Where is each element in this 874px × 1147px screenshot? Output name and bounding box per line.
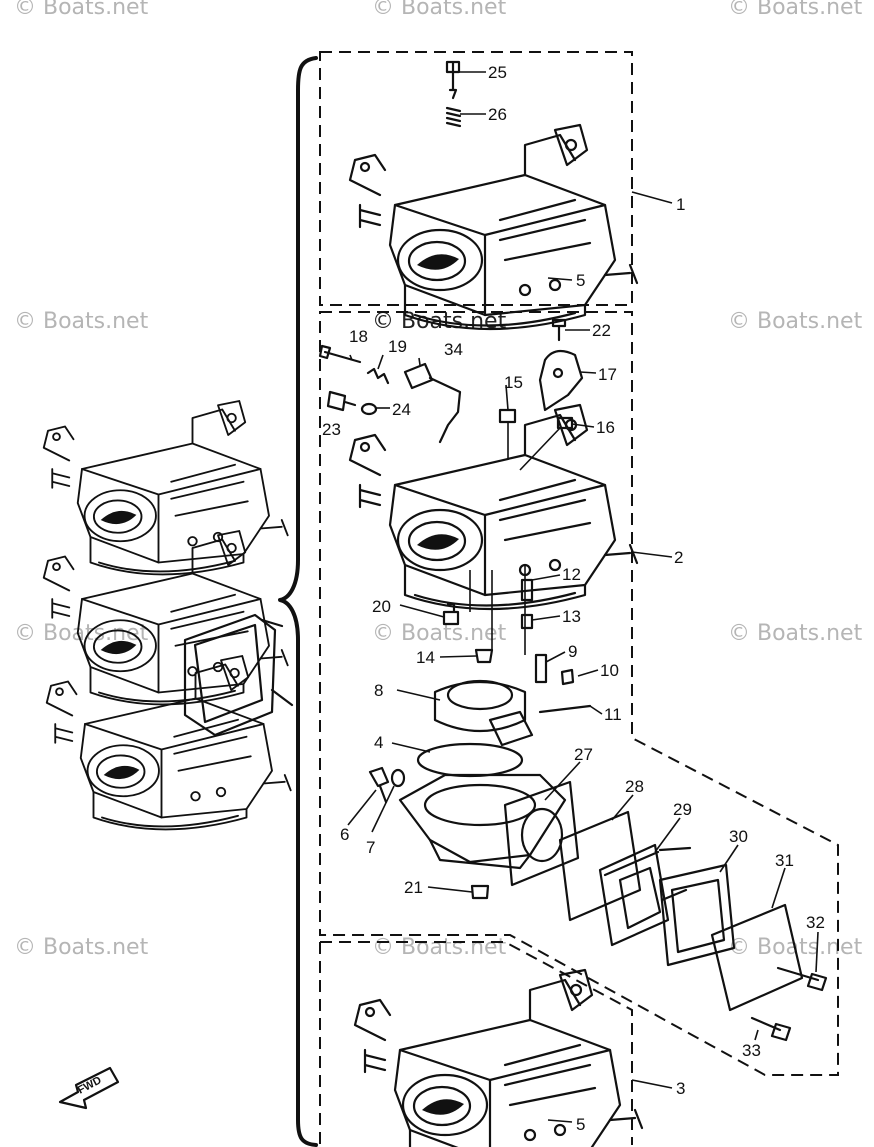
jet-15 bbox=[498, 408, 517, 424]
watermark-text: © Boats.net bbox=[14, 0, 149, 20]
callout-31: 31 bbox=[775, 851, 794, 870]
callout-13: 13 bbox=[562, 607, 581, 626]
drain-screw-20 bbox=[442, 602, 460, 626]
watermark-text: © Boats.net bbox=[728, 0, 863, 20]
callout-15: 15 bbox=[504, 373, 523, 392]
spacer-27 bbox=[503, 780, 580, 887]
gasket-28 bbox=[558, 810, 642, 922]
watermark-text: © Boats.net bbox=[728, 621, 863, 646]
group-box-middle bbox=[319, 311, 839, 1076]
callout-17: 17 bbox=[598, 365, 617, 384]
callout-29: 29 bbox=[673, 800, 692, 819]
group-brace bbox=[278, 56, 318, 1147]
group-box-top bbox=[319, 51, 633, 306]
callout-26: 26 bbox=[488, 105, 507, 124]
carburetor-stack bbox=[42, 400, 294, 831]
screw-32 bbox=[776, 966, 828, 992]
callout-5-bottom: 5 bbox=[576, 1115, 585, 1134]
callout-8: 8 bbox=[374, 681, 383, 700]
o-ring-4 bbox=[416, 742, 524, 778]
washer-7 bbox=[390, 768, 406, 788]
watermark-text: © Boats.net bbox=[14, 935, 149, 960]
callout-11: 11 bbox=[604, 705, 622, 724]
callout-32: 32 bbox=[806, 913, 825, 932]
callout-27: 27 bbox=[574, 745, 593, 764]
screw-33 bbox=[750, 1016, 792, 1042]
plug-14 bbox=[474, 648, 494, 664]
screw-23 bbox=[326, 390, 357, 412]
callout-20: 20 bbox=[372, 597, 391, 616]
watermark-text: © Boats.net bbox=[728, 309, 863, 334]
watermark-text: © Boats.net bbox=[372, 935, 507, 960]
callout-25: 25 bbox=[488, 63, 507, 82]
pilot-screw bbox=[445, 60, 461, 100]
float-needle-11 bbox=[538, 704, 592, 714]
callout-10: 10 bbox=[600, 661, 619, 680]
throttle-screw bbox=[318, 344, 362, 364]
plug-16 bbox=[556, 416, 574, 430]
diaphragm-30 bbox=[658, 863, 736, 967]
main-jet-12 bbox=[520, 578, 534, 602]
callout-33: 33 bbox=[742, 1041, 761, 1060]
callout-3: 3 bbox=[676, 1079, 685, 1098]
callout-7: 7 bbox=[366, 838, 375, 857]
callout-2: 2 bbox=[674, 548, 683, 567]
callout-14: 14 bbox=[416, 648, 435, 667]
forward-label: FWD bbox=[76, 1074, 104, 1096]
callout-34: 34 bbox=[444, 340, 463, 359]
carburetor-assembly-3 bbox=[353, 968, 644, 1147]
callout-9: 9 bbox=[568, 642, 577, 661]
watermark-text: © Boats.net bbox=[372, 621, 507, 646]
cover-plate-17 bbox=[538, 349, 584, 412]
callout-23: 23 bbox=[322, 420, 341, 439]
callout-21: 21 bbox=[404, 878, 423, 897]
callout-22: 22 bbox=[592, 321, 611, 340]
callout-4: 4 bbox=[374, 733, 383, 752]
plug-21 bbox=[470, 884, 490, 900]
fuel-pump-stack bbox=[183, 613, 277, 737]
callout-6: 6 bbox=[340, 825, 349, 844]
carburetor-assembly-1 bbox=[348, 123, 639, 331]
carburetor-assembly-2 bbox=[348, 403, 639, 611]
callout-1: 1 bbox=[676, 195, 685, 214]
pilot-jet-9 bbox=[534, 653, 548, 684]
watermark-text: © Boats.net bbox=[372, 0, 507, 20]
screw-6 bbox=[368, 766, 390, 804]
callout-labels: 25 26 1 5 22 17 16 15 18 19 34 23 24 2 1… bbox=[322, 63, 825, 1134]
callout-12: 12 bbox=[562, 565, 581, 584]
callout-24: 24 bbox=[392, 400, 411, 419]
group-box-bottom bbox=[319, 941, 633, 1145]
pump-cover-31 bbox=[710, 903, 804, 1012]
clip-10 bbox=[560, 668, 575, 686]
main-jet-13 bbox=[520, 613, 534, 630]
callout-30: 30 bbox=[729, 827, 748, 846]
pilot-spring bbox=[445, 106, 462, 128]
cover-screw-22 bbox=[551, 318, 567, 342]
callout-5-top: 5 bbox=[576, 271, 585, 290]
watermark-layer: © Boats.net © Boats.net © Boats.net © Bo… bbox=[14, 0, 863, 960]
washer-24 bbox=[360, 402, 378, 416]
float-bowl bbox=[398, 773, 567, 870]
float-8 bbox=[433, 679, 534, 747]
sleeve-34 bbox=[403, 362, 434, 390]
watermark-text: © Boats.net bbox=[14, 309, 149, 334]
callout-19: 19 bbox=[388, 337, 407, 356]
fuel-pump-body-29 bbox=[598, 843, 692, 947]
forward-arrow-icon: FWD bbox=[58, 1066, 120, 1110]
leader-lines bbox=[347, 71, 819, 1123]
throttle-spring bbox=[366, 367, 390, 385]
callout-28: 28 bbox=[625, 777, 644, 796]
callout-16: 16 bbox=[596, 418, 615, 437]
callout-18: 18 bbox=[349, 327, 368, 346]
